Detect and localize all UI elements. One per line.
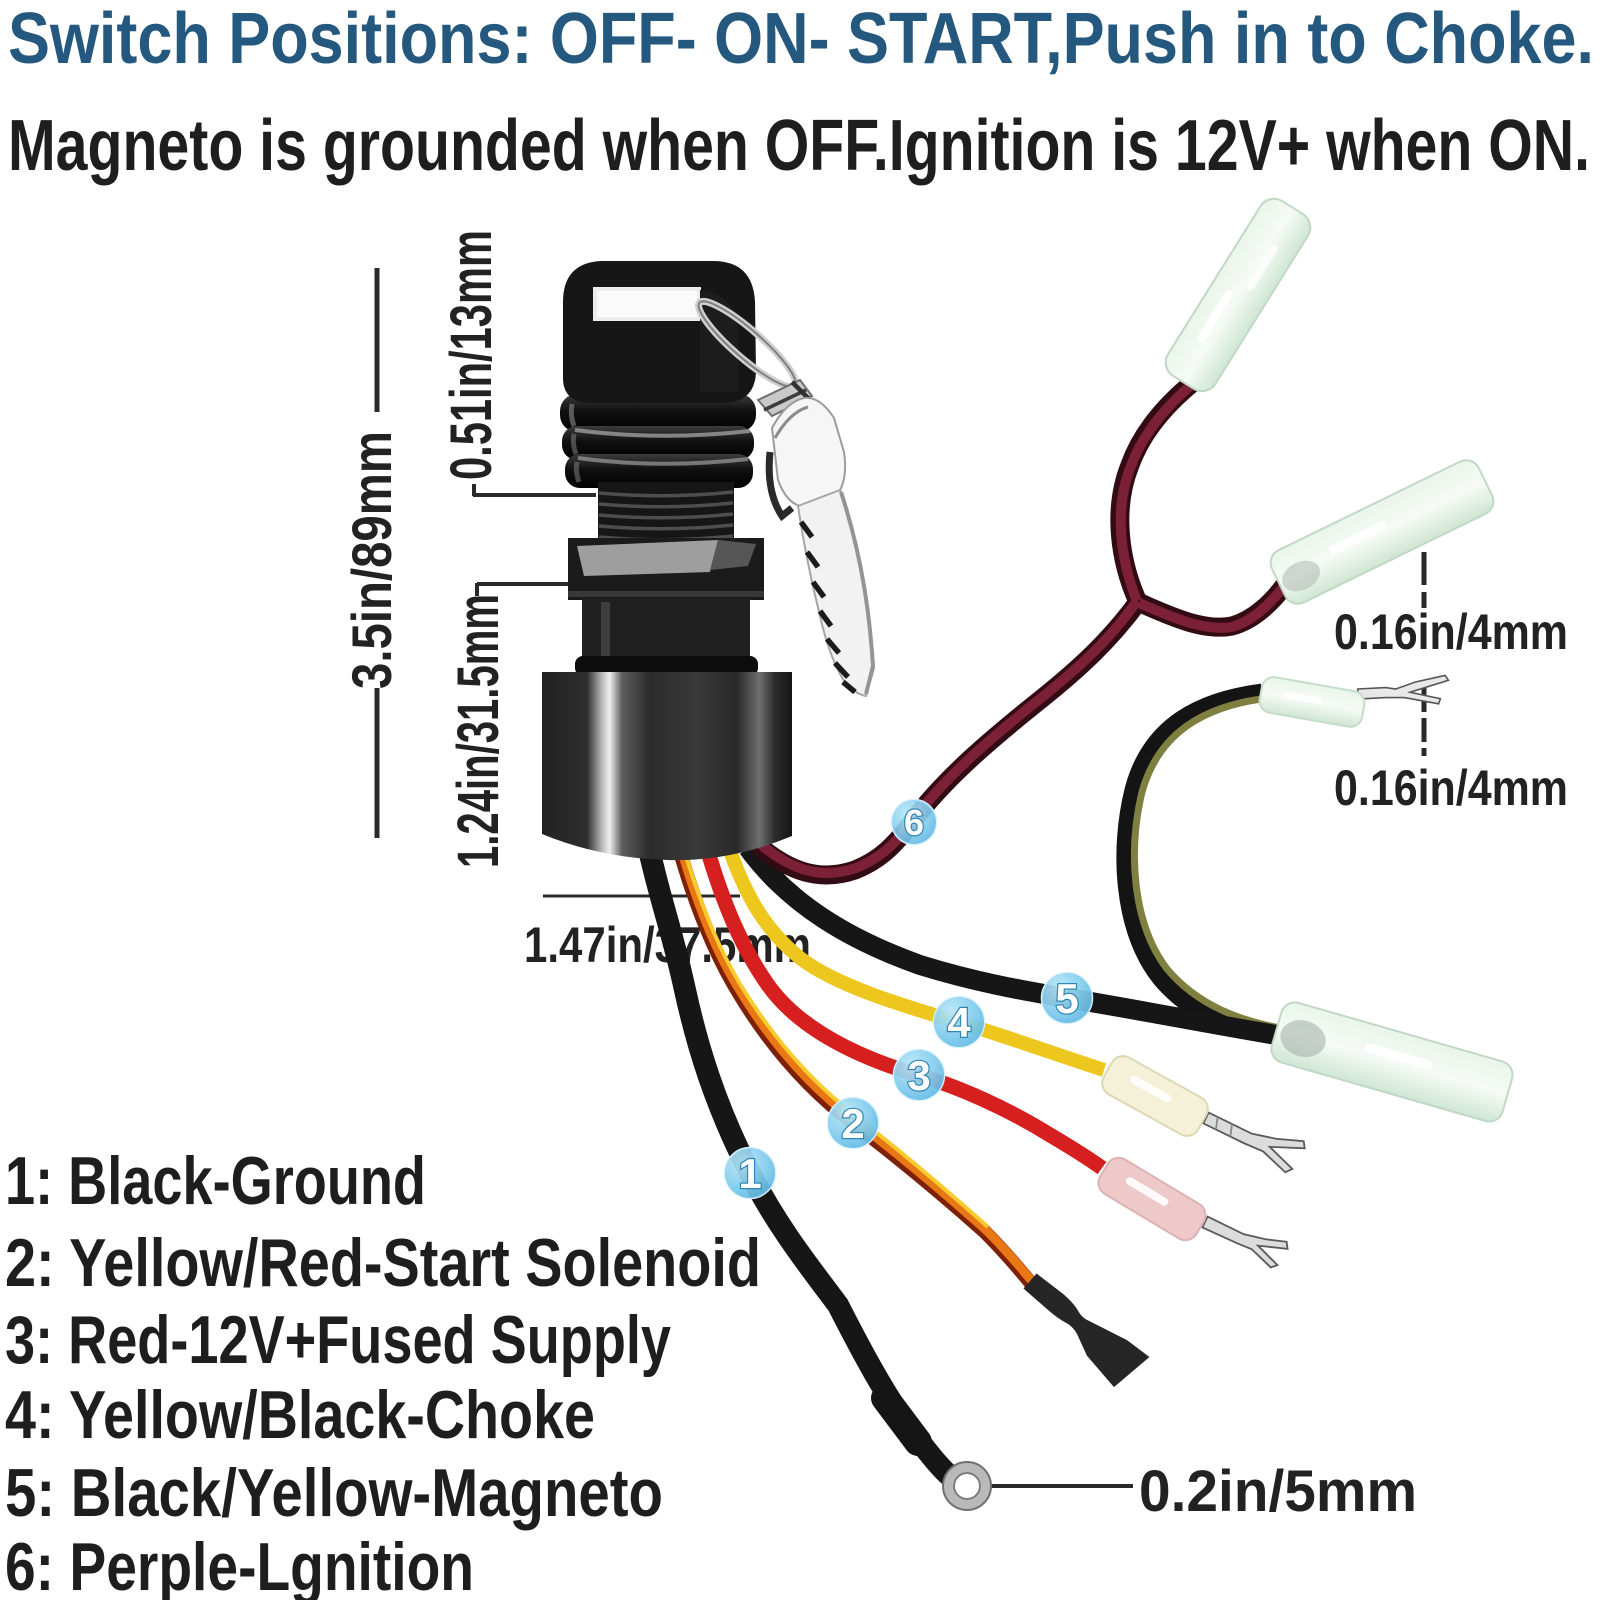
svg-text:5: Black/Yellow-Magneto: 5: Black/Yellow-Magneto (5, 1455, 663, 1531)
svg-text:Magneto is grounded when OFF.I: Magneto is grounded when OFF.Ignition is… (8, 106, 1590, 186)
svg-text:1.24in/31.5mm: 1.24in/31.5mm (446, 594, 511, 868)
svg-text:2: Yellow/Red-Start Solenoid: 2: Yellow/Red-Start Solenoid (5, 1225, 761, 1301)
svg-text:0.16in/4mm: 0.16in/4mm (1334, 760, 1568, 816)
svg-text:3: Red-12V+Fused Supply: 3: Red-12V+Fused Supply (5, 1302, 671, 1378)
svg-text:5: 5 (1055, 975, 1078, 1022)
svg-text:1: Black-Ground: 1: Black-Ground (5, 1143, 426, 1219)
svg-text:3: 3 (907, 1052, 930, 1099)
svg-text:Switch Positions: OFF- ON- STA: Switch Positions: OFF- ON- START,Push in… (8, 0, 1594, 79)
svg-text:0.16in/4mm: 0.16in/4mm (1334, 604, 1568, 660)
svg-text:4: Yellow/Black-Choke: 4: Yellow/Black-Choke (5, 1377, 595, 1453)
svg-text:0.51in/13mm: 0.51in/13mm (439, 230, 504, 480)
svg-text:4: 4 (947, 999, 971, 1046)
svg-text:3.5in/89mm: 3.5in/89mm (340, 431, 403, 689)
svg-text:2: 2 (841, 1100, 864, 1147)
svg-text:6: Perple-Lgnition: 6: Perple-Lgnition (5, 1529, 474, 1600)
svg-text:6: 6 (904, 802, 924, 843)
svg-text:0.2in/5mm: 0.2in/5mm (1139, 1459, 1417, 1524)
svg-text:1: 1 (738, 1150, 761, 1197)
